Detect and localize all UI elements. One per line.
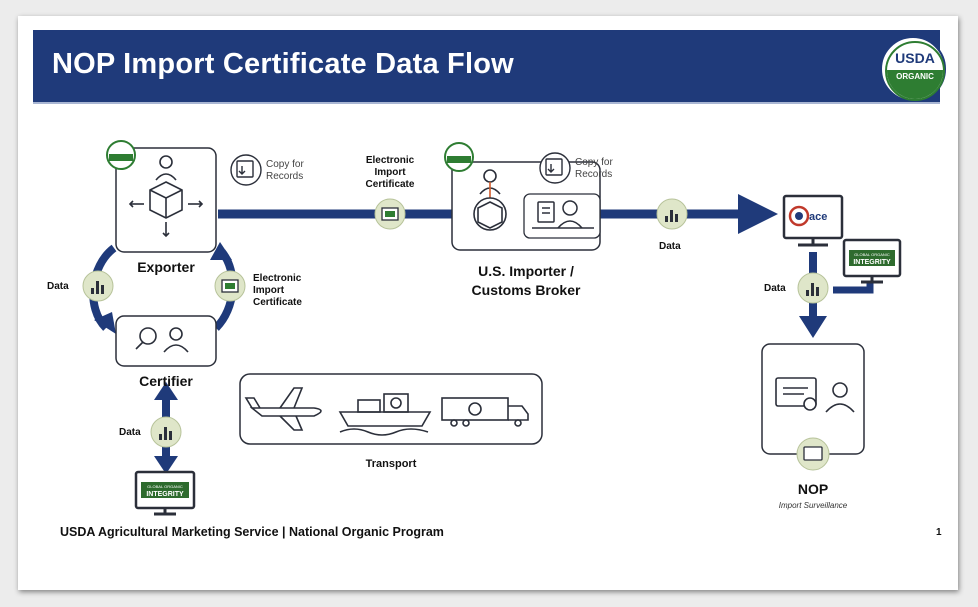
certifier-box	[115, 315, 217, 367]
seal-top-text: USDA	[895, 50, 935, 66]
integrity-to-nop-flow	[833, 281, 874, 294]
truck-icon	[441, 397, 529, 427]
data-label-top: Data	[659, 241, 681, 252]
slide: NOP Import Certificate Data Flow USDA OR…	[18, 16, 958, 590]
integrity-monitor-bottom-icon	[134, 470, 196, 516]
seal-band-text: ORGANIC	[887, 70, 943, 84]
exporter-label: Exporter	[137, 259, 195, 275]
data-node-certifier-icon	[150, 416, 182, 448]
data-label-nop: Data	[764, 283, 786, 294]
airplane-icon	[244, 387, 322, 431]
nop-label: NOP	[797, 481, 829, 497]
page-title: NOP Import Certificate Data Flow	[52, 48, 514, 80]
ship-icon	[338, 393, 432, 436]
integrity-label-bottom: INTEGRITY	[146, 491, 184, 498]
eic-node-icon	[374, 198, 406, 230]
ace-arrowhead-icon	[738, 194, 778, 234]
importer-person-box-icon	[473, 169, 507, 231]
nop-sublabel: Import Surveillance	[778, 501, 848, 510]
data-node-icon	[656, 198, 688, 230]
nop-arrowhead-icon	[799, 316, 827, 338]
svg-text:GLOBAL ORGANIC: GLOBAL ORGANIC	[147, 484, 183, 489]
data-node-left-icon	[82, 270, 114, 302]
eic-node-right-icon	[214, 270, 246, 302]
data-node-nop-icon	[797, 272, 829, 304]
exporter-person-box-icon	[128, 155, 204, 238]
integrity-label-right: INTEGRITY	[853, 259, 891, 266]
title-banner: NOP Import Certificate Data Flow	[33, 30, 940, 104]
footer-text: USDA Agricultural Marketing Service | Na…	[60, 525, 444, 539]
certifier-inspect-icon	[135, 327, 189, 353]
data-flow-diagram: ace GLOBAL ORGANIC INTEGRITY	[82, 140, 902, 516]
importer-copy-records-icon	[539, 152, 571, 184]
up-arrowhead-icon	[154, 382, 178, 400]
ace-label: ace	[809, 211, 827, 223]
usda-organic-seal-icon: USDA ORGANIC	[880, 36, 946, 102]
certifier-arrowhead-icon	[94, 312, 116, 334]
certificate-person-icon	[775, 377, 855, 413]
data-label-certifier: Data	[119, 427, 141, 438]
page-number: 1	[936, 527, 942, 538]
copy-records-icon	[230, 154, 262, 186]
down-arrowhead-icon	[154, 456, 178, 474]
transport-label: Transport	[365, 458, 417, 470]
data-label-left: Data	[47, 281, 69, 292]
broker-desk-icon	[532, 200, 594, 229]
certifier-label: Certifier	[139, 373, 193, 389]
exporter-arrowhead-icon	[210, 242, 232, 260]
importer-label-line1: U.S. Importer /	[478, 263, 574, 279]
integrity-monitor-right-icon	[842, 238, 902, 284]
ace-monitor-icon	[782, 194, 844, 247]
svg-text:GLOBAL ORGANIC: GLOBAL ORGANIC	[854, 252, 890, 257]
importer-label-line2: Customs Broker	[471, 282, 581, 298]
